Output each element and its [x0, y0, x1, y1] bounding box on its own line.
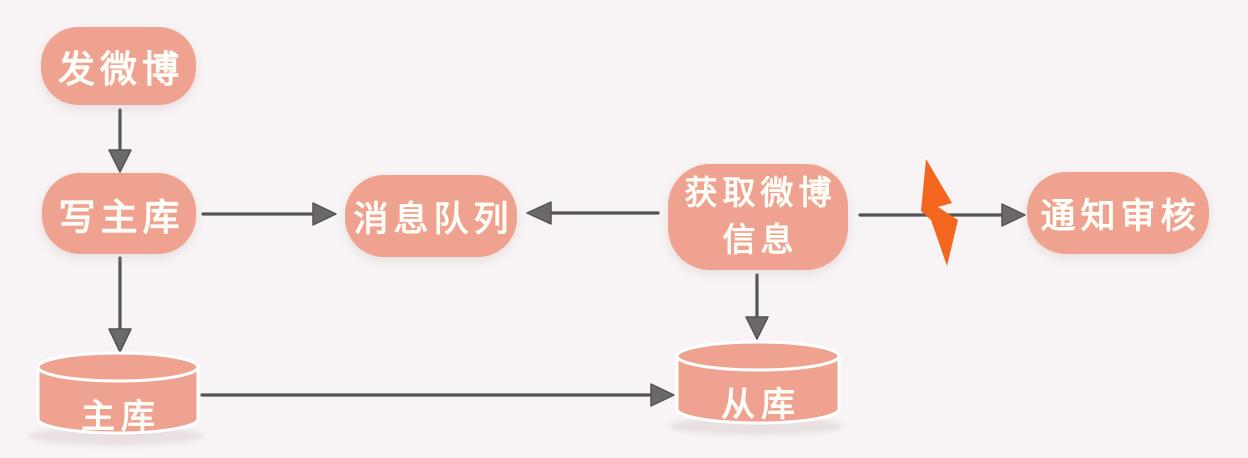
- arrowhead-left: [526, 201, 552, 225]
- node-master-db-label: 主库: [81, 397, 161, 437]
- arrowhead-down: [745, 316, 769, 340]
- edge-write-master-to-master-db: [108, 256, 132, 353]
- node-label-line: 信息: [722, 220, 799, 259]
- arrowhead-down: [108, 328, 132, 353]
- edge-master-db-to-slave-db: [200, 383, 675, 407]
- edge-fetch-info-to-message-queue: [526, 201, 660, 225]
- node-write-master-db: 写主库: [42, 173, 196, 254]
- master-db-cylinder: [28, 351, 204, 445]
- edge-write-master-to-message-queue: [201, 202, 337, 226]
- arrowhead-down: [108, 149, 132, 173]
- node-message-queue: 消息队列: [345, 175, 517, 257]
- node-fetch-weibo-info: 获取微博 信息: [668, 164, 848, 270]
- edge-fetch-info-to-slave-db: [745, 273, 769, 340]
- arrowhead-right: [1001, 203, 1026, 227]
- edge-post-weibo-to-write-master: [108, 108, 132, 173]
- arrowhead-right: [312, 202, 337, 226]
- node-post-weibo: 发微博: [41, 27, 196, 105]
- node-notify-review: 通知审核: [1027, 172, 1209, 254]
- lightning-bolt-icon: [921, 159, 958, 266]
- slave-db-cylinder: [668, 340, 844, 435]
- arrowhead-right: [650, 383, 675, 407]
- node-slave-db-label: 从库: [721, 385, 801, 425]
- node-label-line: 获取微博: [684, 173, 837, 213]
